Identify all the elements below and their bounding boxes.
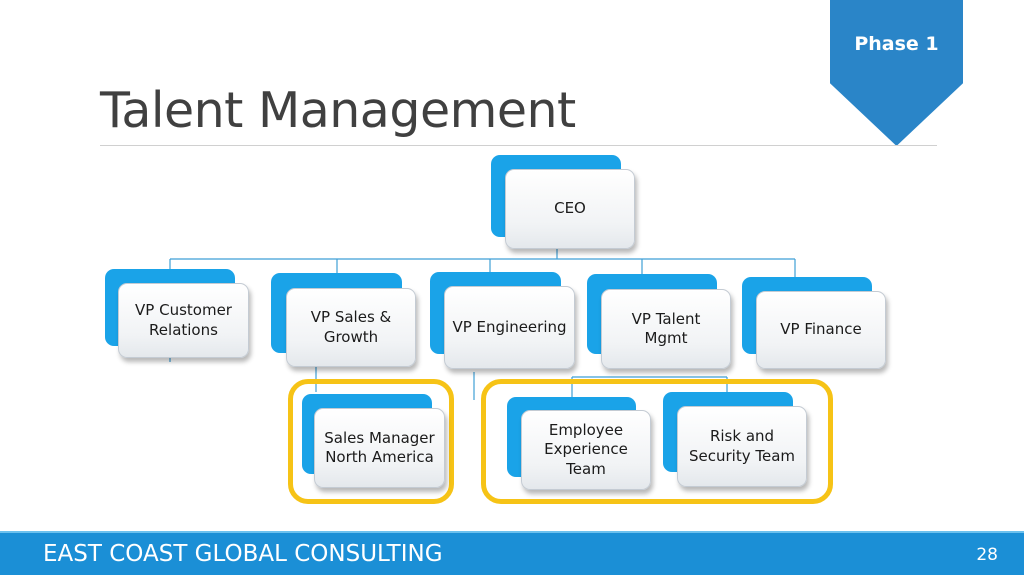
title-divider	[100, 145, 937, 146]
employee-experience-node[interactable]: Employee Experience Team	[521, 410, 651, 490]
vp-sales-growth-node[interactable]: VP Sales & Growth	[286, 288, 416, 367]
vp-talent-mgmt-node[interactable]: VP Talent Mgmt	[601, 289, 731, 369]
footer-company: EAST COAST GLOBAL CONSULTING	[43, 541, 443, 567]
vp-finance-node[interactable]: VP Finance	[756, 291, 886, 369]
ceo-node[interactable]: CEO	[505, 169, 635, 249]
page-title: Talent Management	[100, 82, 576, 139]
risk-security-node[interactable]: Risk and Security Team	[677, 406, 807, 487]
highlight-sales-group	[288, 379, 454, 504]
sales-manager-node[interactable]: Sales Manager North America	[314, 408, 445, 488]
footer-band	[0, 531, 1024, 575]
vp-customer-relations-node[interactable]: VP Customer Relations	[118, 283, 249, 358]
vp-engineering-node[interactable]: VP Engineering	[444, 286, 575, 369]
page-number: 28	[976, 545, 998, 565]
highlight-talent-group	[481, 379, 833, 504]
phase-label: Phase 1	[854, 33, 939, 55]
